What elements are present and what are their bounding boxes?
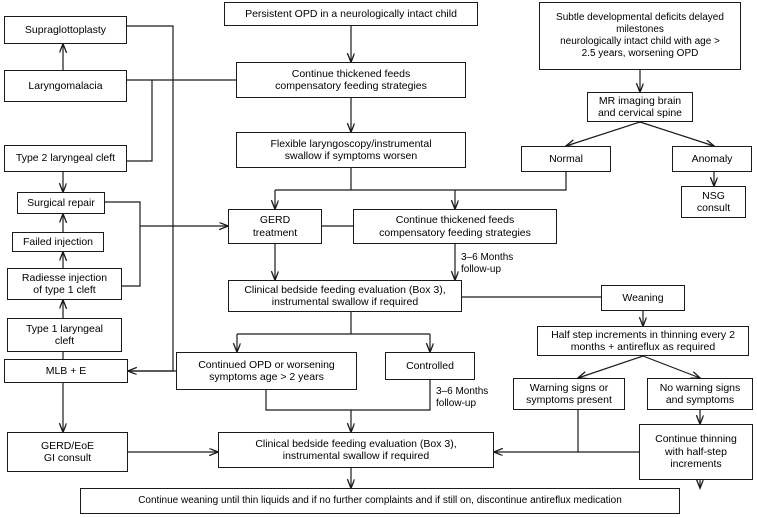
node-gerd-treatment[interactable]: GERD treatment	[228, 209, 322, 244]
node-laryngomalacia[interactable]: Laryngomalacia	[4, 70, 127, 102]
edge-halfstep-to-nowarningsigns	[642, 355, 700, 378]
node-normal[interactable]: Normal	[521, 146, 611, 172]
node-continue-weaning[interactable]: Continue weaning until thin liquids and …	[80, 488, 680, 514]
edge-normal-to-feeds2	[455, 172, 567, 191]
node-mlb-e[interactable]: MLB + E	[4, 359, 128, 383]
node-flexible-laryngoscopy[interactable]: Flexible laryngoscopy/instrumental swall…	[236, 132, 466, 168]
node-supraglottoplasty[interactable]: Supraglottoplasty	[4, 16, 127, 44]
node-controlled[interactable]: Controlled	[385, 352, 475, 380]
edge-mlbe-out	[128, 226, 174, 372]
node-continue-thinning[interactable]: Continue thinning with half-step increme…	[639, 424, 753, 480]
node-continue-thickened-feeds-2[interactable]: Continue thickened feeds compensatory fe…	[353, 209, 557, 244]
node-gerd-eoe-gi-consult[interactable]: GERD/EoE GI consult	[7, 432, 128, 472]
edge-mrimaging-to-anomaly	[639, 121, 714, 146]
node-failed-injection[interactable]: Failed injection	[12, 232, 104, 252]
node-warning-signs[interactable]: Warning signs or symptoms present	[513, 378, 625, 410]
node-continue-thickened-feeds-1[interactable]: Continue thickened feeds compensatory fe…	[236, 62, 466, 98]
node-type-2-laryngeal-cleft[interactable]: Type 2 laryngeal cleft	[4, 145, 127, 172]
edge-controlled-to-eval2	[351, 380, 431, 411]
node-anomaly[interactable]: Anomaly	[672, 146, 752, 172]
node-weaning[interactable]: Weaning	[601, 285, 685, 311]
edge-laryngoscopy-bus	[275, 168, 455, 191]
edge-continuedopd-to-eval2	[265, 390, 351, 432]
node-clinical-bedside-evaluation-2[interactable]: Clinical bedside feeding evaluation (Box…	[218, 432, 494, 468]
edge-surgicalrepair-out	[105, 201, 141, 226]
edge-radiesse-out	[122, 226, 141, 287]
edge-warningsigns-to-eval2	[494, 410, 579, 452]
node-no-warning-signs[interactable]: No warning signs and symptoms	[647, 378, 753, 410]
node-radiesse-injection[interactable]: Radiesse injection of type 1 cleft	[7, 268, 122, 300]
edge-mrimaging-to-normal	[566, 121, 641, 146]
node-clinical-bedside-evaluation-1[interactable]: Clinical bedside feeding evaluation (Box…	[228, 280, 462, 312]
node-type-1-laryngeal-cleft[interactable]: Type 1 laryngeal cleft	[7, 318, 122, 352]
node-subtle-developmental-deficits[interactable]: Subtle developmental deficits delayed mi…	[539, 2, 741, 70]
edge-halfstep-to-warningsigns	[578, 355, 644, 378]
edge-label-followup-2: 3–6 Months follow-up	[436, 386, 489, 409]
node-continued-opd[interactable]: Continued OPD or worsening symptoms age …	[176, 352, 357, 390]
node-mr-imaging[interactable]: MR imaging brain and cervical spine	[587, 92, 693, 122]
edge-eval1-bus	[237, 312, 430, 335]
node-nsg-consult[interactable]: NSG consult	[681, 186, 746, 218]
node-persistent-opd[interactable]: Persistent OPD in a neurologically intac…	[224, 2, 478, 26]
node-half-step-increments[interactable]: Half step increments in thinning every 2…	[537, 326, 749, 356]
edge-supraglottoplasty-down	[127, 25, 174, 226]
edge-label-followup-1: 3–6 Months follow-up	[461, 252, 514, 275]
node-surgical-repair[interactable]: Surgical repair	[17, 192, 105, 214]
